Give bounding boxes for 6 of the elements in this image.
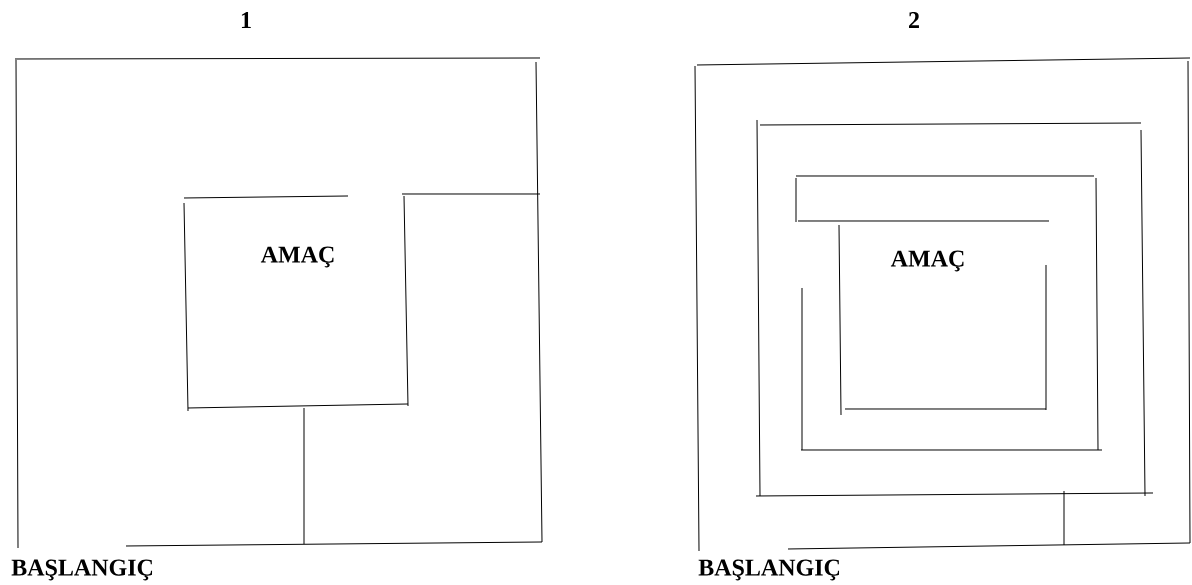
goal-label: AMAÇ [890,250,964,272]
start-label: BAŞLANGIÇ [11,559,153,581]
goal-label: AMAÇ [260,246,334,268]
start-label: BAŞLANGIÇ [698,559,840,581]
panel-number: 1 [241,12,251,28]
panel-number: 2 [909,12,919,28]
